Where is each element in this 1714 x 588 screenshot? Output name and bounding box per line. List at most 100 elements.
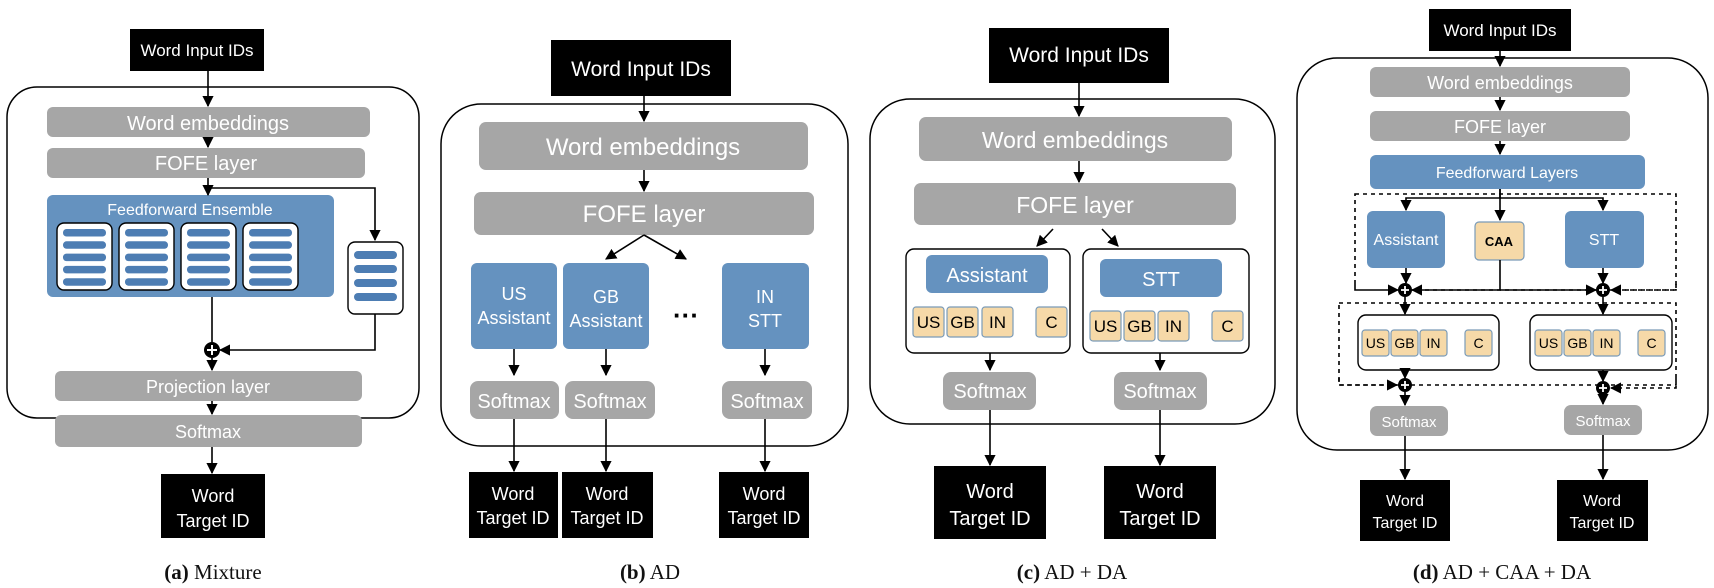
tag-label-c: C (1646, 335, 1656, 351)
panel-a-projection-label: Projection layer (146, 377, 270, 397)
caption-d-text: AD + CAA + DA (1442, 560, 1592, 584)
panel-b-fofe-label: FOFE layer (583, 201, 706, 228)
hidden-unit-bar (249, 253, 292, 262)
arrow (1500, 197, 1609, 212)
hidden-unit-bar (354, 265, 397, 273)
tag-chip-us (912, 306, 945, 338)
tag-label-gb: GB (1394, 335, 1414, 351)
panel-b-gb-assistant-box (563, 263, 649, 349)
panel-d-softmax-box-2 (1564, 405, 1642, 435)
panel-b-us-line2: Assistant (477, 308, 550, 328)
hidden-unit-bar (187, 229, 230, 237)
tag-label-gb: GB (950, 313, 975, 332)
caption-d: (d) AD + CAA + DA (1302, 560, 1702, 585)
hidden-unit-bar (125, 265, 168, 274)
panel-d-input-box (1429, 9, 1571, 51)
panel-c-stt-box (1100, 259, 1222, 297)
tag-chip-gb (1123, 310, 1156, 342)
hidden-unit-bar (63, 265, 106, 274)
arrow (1101, 228, 1119, 247)
panel-c-softmax-label-2: Softmax (1123, 381, 1196, 403)
panel-c-target-box-2 (1104, 466, 1216, 539)
panel-b-gb-line2: Assistant (569, 311, 642, 331)
caption-b-letter: (b) (619, 560, 646, 584)
panel-c-fofe-label: FOFE layer (1016, 192, 1134, 218)
tag-label-in: IN (1600, 335, 1614, 351)
tag-chip-in (981, 306, 1014, 338)
sum-icon (204, 342, 220, 358)
tag-label-c: C (1473, 335, 1483, 351)
caption-c-letter: (c) (1016, 560, 1041, 584)
panel-b-input-label: Word Input IDs (571, 58, 711, 81)
tag-chip-us (1361, 329, 1390, 357)
hidden-unit-bar (187, 278, 230, 286)
panel-b-target-2-line2: Target ID (570, 508, 643, 528)
panel-b-softmax-box-1 (470, 381, 559, 419)
panel-a-embeddings-box (47, 107, 370, 137)
panel-c-assistant-label: Assistant (946, 265, 1028, 287)
panel-b-target-box-3 (719, 472, 809, 538)
tag-chip-c (1637, 329, 1666, 357)
hidden-unit-bar (125, 253, 168, 262)
panel-b-softmax-label-2: Softmax (573, 391, 646, 413)
panel-c-softmax-label-1: Softmax (953, 381, 1026, 403)
arrow (208, 187, 381, 242)
caption-d-letter: (d) (1412, 560, 1439, 584)
hidden-unit-bar (249, 229, 292, 237)
panel-a-fofe-box (47, 148, 365, 178)
panel-b-softmax-box-2 (565, 381, 655, 419)
panel-b-target-3-line2: Target ID (727, 508, 800, 528)
panel-c-embeddings-label: Word embeddings (982, 127, 1168, 153)
panel-b-us-line1: US (501, 284, 526, 304)
panel-d-assistant-box (1367, 211, 1445, 268)
panel-b-in-stt-box (722, 263, 809, 349)
panel-d-softmax-label-2: Softmax (1575, 413, 1631, 430)
panel-b-ellipsis: ··· (673, 300, 699, 330)
hidden-unit-bar (187, 265, 230, 274)
panel-b-softmax-label-1: Softmax (477, 391, 550, 413)
tag-label-us: US (917, 313, 941, 332)
panel-b-gb-line1: GB (593, 287, 619, 307)
panel-d-ff-box (1370, 155, 1645, 189)
tag-label-us: US (1539, 335, 1558, 351)
panel-b-target-3-line1: Word (743, 484, 786, 504)
panel-c-target-box-1 (934, 466, 1046, 539)
panel-c-target-2-line2: Target ID (1119, 508, 1200, 530)
tag-label-gb: GB (1127, 317, 1152, 336)
tag-chip-in (1157, 310, 1190, 342)
panel-d-fofe-box (1370, 111, 1630, 141)
panel-d-embeddings-box (1370, 67, 1630, 97)
panel-d-ff-label: Feedforward Layers (1436, 165, 1578, 182)
panel-d-embeddings-label: Word embeddings (1427, 73, 1573, 93)
panel-d-input-label: Word Input IDs (1443, 21, 1556, 40)
tag-label-us: US (1366, 335, 1385, 351)
tag-chip-us (1089, 310, 1122, 342)
panel-c-input-box (989, 28, 1169, 83)
caption-b: (b) AD (450, 560, 850, 585)
caption-c-text: AD + DA (1044, 560, 1128, 584)
panel-a: Word Input IDs Word embeddings FOFE laye… (6, 29, 420, 538)
panel-b-in-line1: IN (756, 287, 774, 307)
panel-d-target-1-line1: Word (1386, 493, 1424, 510)
tag-chip-gb (946, 306, 979, 338)
hidden-unit-bar (63, 253, 106, 262)
panel-d-fofe-label: FOFE layer (1454, 117, 1546, 137)
panel-b-embeddings-box (479, 122, 808, 170)
hidden-unit-bar (125, 241, 168, 249)
arrow (605, 234, 645, 260)
sum-icon (1596, 381, 1610, 395)
hidden-unit-bar (187, 253, 230, 262)
panel-a-embeddings-label: Word embeddings (127, 113, 289, 135)
panel-d-target-2-line1: Word (1583, 493, 1621, 510)
panel-c-softmax-box-2 (1114, 372, 1207, 410)
panel-a-input-label: Word Input IDs (140, 41, 253, 60)
arrow (1354, 284, 1400, 296)
hidden-unit-bar (354, 279, 397, 287)
tag-chip-c (1035, 306, 1068, 338)
panel-a-fofe-label: FOFE layer (155, 153, 258, 175)
panel-d-stt-box (1565, 211, 1644, 268)
panel-d-target-1-line2: Target ID (1373, 515, 1438, 532)
panel-d: Word Input IDs Word embeddings FOFE laye… (1296, 9, 1709, 541)
